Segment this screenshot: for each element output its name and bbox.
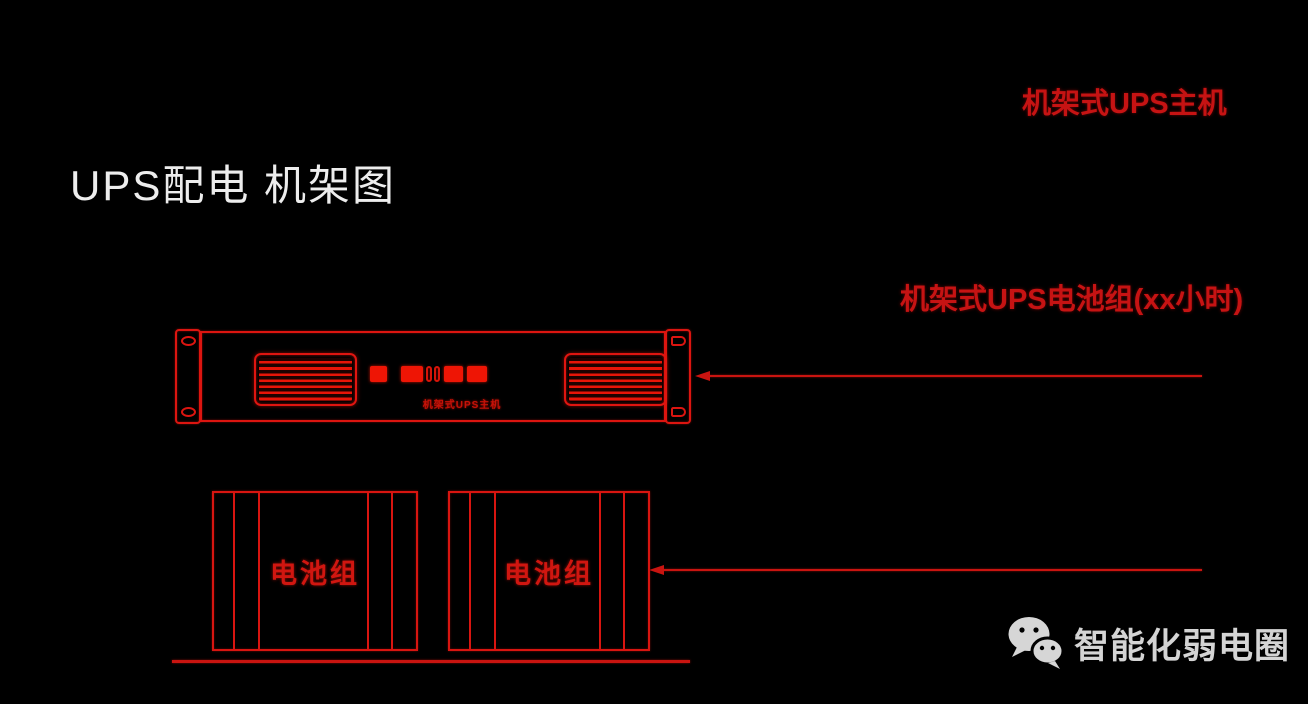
- battery-label: 电池组: [270, 558, 360, 589]
- battery-divider: [233, 493, 235, 649]
- arrowhead-left-icon: [649, 565, 664, 575]
- indicator-double-bar-icon: [434, 366, 440, 382]
- arrowhead-left-icon: [695, 371, 710, 381]
- screw-hole-icon: [671, 336, 686, 346]
- vent-grille-icon: [564, 353, 667, 406]
- battery-box-1: 电池组: [212, 491, 418, 651]
- indicator-square-icon: [370, 366, 387, 382]
- rack-ear-right: [665, 329, 691, 424]
- ground-line: [172, 660, 690, 663]
- battery-divider: [391, 493, 393, 649]
- screw-hole-icon: [181, 336, 196, 346]
- ups-front-panel: 机架式UPS主机: [200, 331, 667, 422]
- battery-divider: [494, 493, 496, 649]
- battery-group-label: 机架式UPS电池组(xx小时): [900, 284, 1244, 316]
- battery-divider: [469, 493, 471, 649]
- rack-ear-left: [175, 329, 201, 424]
- leader-line-ups: [706, 375, 1202, 377]
- wechat-icon: [1008, 617, 1065, 669]
- vent-grille-icon: [254, 353, 357, 406]
- ups-rack-unit: 机架式UPS主机: [175, 329, 691, 424]
- battery-label: 电池组: [504, 558, 594, 589]
- battery-divider: [599, 493, 601, 649]
- page-title: UPS配电 机架图: [70, 162, 397, 209]
- ups-panel-text: 机架式UPS主机: [422, 400, 502, 411]
- battery-box-2: 电池组: [448, 491, 650, 651]
- leader-line-battery: [661, 569, 1202, 571]
- indicator-double-bar-icon: [426, 366, 432, 382]
- screw-hole-icon: [181, 407, 196, 417]
- indicator-square-icon: [444, 366, 463, 382]
- screw-hole-icon: [671, 407, 686, 417]
- battery-divider: [258, 493, 260, 649]
- watermark: 智能化弱电圈: [1006, 612, 1296, 674]
- watermark-text: 智能化弱电圈: [1074, 626, 1291, 666]
- indicator-square-icon: [401, 366, 423, 382]
- battery-divider: [367, 493, 369, 649]
- battery-divider: [623, 493, 625, 649]
- indicator-square-icon: [467, 366, 487, 382]
- ups-host-label: 机架式UPS主机: [1022, 88, 1227, 120]
